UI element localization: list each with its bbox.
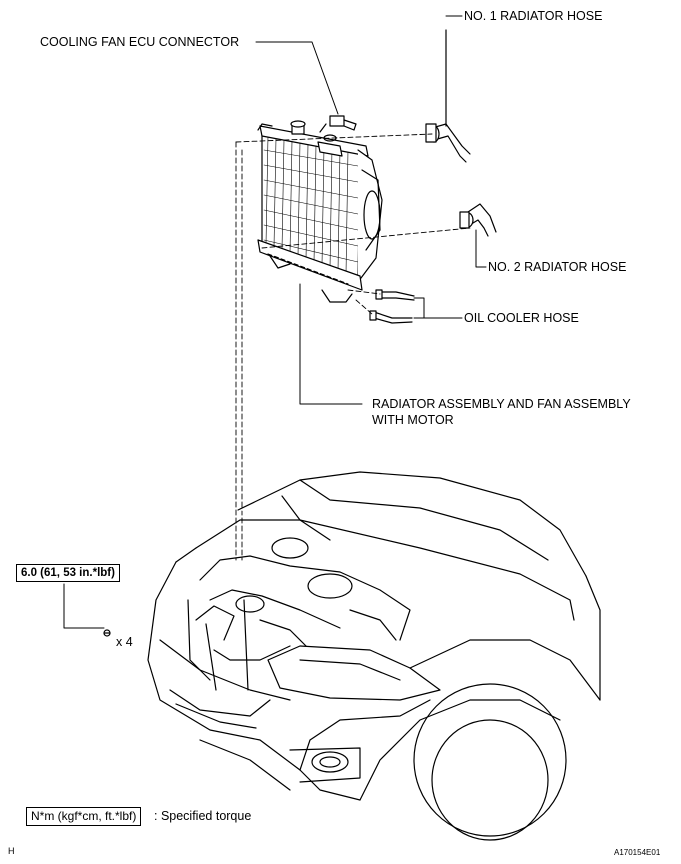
no1-radiator-hose xyxy=(425,29,471,163)
no2-radiator-hose xyxy=(459,203,497,237)
cooling-fan-ecu-connector-label: COOLING FAN ECU CONNECTOR xyxy=(40,35,240,49)
bolt-quantity-label: x 4 xyxy=(116,635,133,649)
legend-unit-box: N*m (kgf*cm, ft.*lbf) xyxy=(26,807,142,826)
torque-spec-box: 6.0 (61, 53 in.*lbf) xyxy=(16,564,120,582)
no1-radiator-hose-label: NO. 1 RADIATOR HOSE xyxy=(464,9,603,23)
figure-id: A170154E01 xyxy=(614,848,661,857)
oil-cooler-hose-label: OIL COOLER HOSE xyxy=(464,311,579,325)
footer-code: H xyxy=(8,846,15,856)
legend-description: : Specified torque xyxy=(154,809,252,823)
vehicle-front xyxy=(103,471,601,841)
radiator-assembly-label-line1: RADIATOR ASSEMBLY AND FAN ASSEMBLY xyxy=(372,397,631,411)
radiator-assembly xyxy=(257,115,383,303)
no2-radiator-hose-label: NO. 2 RADIATOR HOSE xyxy=(488,260,627,274)
oil-cooler-hoses xyxy=(369,289,415,324)
radiator-assembly-label-line2: WITH MOTOR xyxy=(372,413,454,427)
